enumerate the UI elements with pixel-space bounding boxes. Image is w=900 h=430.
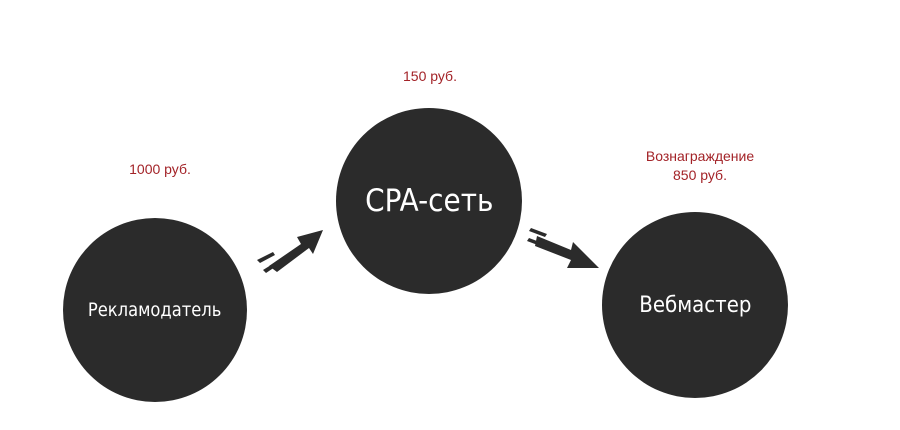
arrow-cpa-to-webmaster-icon: [527, 228, 599, 268]
advertiser-label: Рекламодатель: [88, 299, 222, 321]
cpa-network-label: CPA-сеть: [364, 183, 494, 219]
webmaster-label: Вебмастер: [638, 292, 752, 318]
arrow-advertiser-to-cpa-icon: [257, 230, 323, 273]
advertiser-amount: 1000 руб.: [70, 160, 250, 179]
cpa-network-amount-text: 150 руб.: [403, 68, 457, 84]
webmaster-reward-label: Вознаграждение: [645, 148, 755, 164]
advertiser-node: Рекламодатель: [63, 218, 247, 402]
cpa-network-node: CPA-сеть: [336, 108, 522, 294]
advertiser-amount-text: 1000 руб.: [129, 161, 191, 177]
webmaster-node: Вебмастер: [602, 212, 788, 398]
cpa-network-amount: 150 руб.: [340, 67, 520, 86]
webmaster-amount: Вознаграждение 850 руб.: [610, 147, 790, 185]
webmaster-amount-text: 850 руб.: [673, 167, 727, 183]
